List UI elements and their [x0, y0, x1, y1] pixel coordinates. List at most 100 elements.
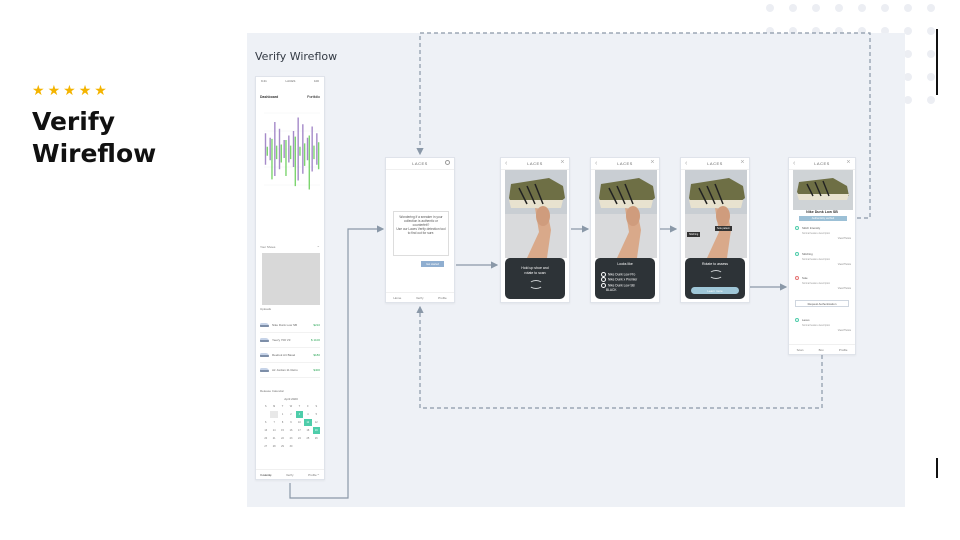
- chart-bar: [279, 129, 280, 170]
- view-photos-link[interactable]: View Photos: [795, 329, 851, 332]
- chevron-down-icon[interactable]: ⌄: [317, 243, 320, 248]
- calendar-day[interactable]: 26: [313, 435, 320, 442]
- calendar-day[interactable]: 1: [279, 411, 286, 418]
- calendar-day[interactable]: T: [296, 403, 303, 410]
- calendar-day[interactable]: 20: [262, 435, 269, 442]
- close-icon[interactable]: ×: [846, 159, 851, 166]
- calendar-day[interactable]: 28: [270, 443, 277, 450]
- nav-verify[interactable]: Verify: [416, 296, 424, 300]
- dashboard-title: Dashboard: [260, 95, 278, 99]
- shoe-price: $400: [313, 368, 320, 372]
- list-item[interactable]: Air Jordan 11 Retro$400: [260, 363, 320, 378]
- calendar-day[interactable]: 21: [270, 435, 277, 442]
- calendar-day[interactable]: 27: [262, 443, 269, 450]
- nav-profile[interactable]: Profile: [438, 296, 447, 300]
- close-icon[interactable]: ×: [740, 159, 745, 166]
- calendar-day[interactable]: T: [279, 403, 286, 410]
- scan-screen: ‹ LACES × Hold up shoe and rotate to sca…: [500, 157, 570, 303]
- calendar-day[interactable]: 29: [279, 443, 286, 450]
- shoe-name: Nike Dunk Low SB: [789, 210, 855, 214]
- calendar-day[interactable]: F: [304, 403, 311, 410]
- shoe-icon: [260, 353, 269, 357]
- request-authentication-button[interactable]: Request Authentication: [795, 300, 849, 307]
- calendar-day[interactable]: 12: [313, 419, 320, 426]
- shoe-icon: [260, 338, 269, 342]
- chart-bar: [295, 137, 296, 187]
- calendar-day[interactable]: 13: [262, 427, 269, 434]
- chart-bar: [302, 124, 303, 174]
- nav-profile[interactable]: Profile: [308, 473, 317, 477]
- calendar-day[interactable]: 7: [270, 419, 277, 426]
- calendar-day[interactable]: 19: [313, 427, 320, 434]
- calendar-day[interactable]: W: [287, 403, 294, 410]
- calendar-day[interactable]: 18: [304, 427, 311, 434]
- calendar-day[interactable]: 3: [296, 411, 303, 418]
- nav-scan[interactable]: Scan: [797, 348, 804, 352]
- back-icon[interactable]: ‹: [595, 160, 598, 167]
- calendar-day[interactable]: 10: [296, 419, 303, 426]
- screen-title: LACES: [707, 161, 723, 166]
- calendar-day[interactable]: 17: [296, 427, 303, 434]
- sneaker-photo: [595, 170, 657, 258]
- calendar-day[interactable]: 22: [279, 435, 286, 442]
- list-item[interactable]: Yeezy 700 V3$ 1100: [260, 333, 320, 348]
- check-desc: Normal feature description: [802, 282, 851, 285]
- calendar-day[interactable]: 9: [287, 419, 294, 426]
- back-icon[interactable]: ‹: [685, 160, 688, 167]
- calendar-day[interactable]: 23: [287, 435, 294, 442]
- status-bar: 9:41 LACES 100: [256, 79, 324, 85]
- calendar-day[interactable]: 2: [287, 411, 294, 418]
- get-started-button[interactable]: Get started: [421, 261, 444, 267]
- calendar-day[interactable]: 24: [296, 435, 303, 442]
- bottom-nav: Scan Box Profile: [789, 344, 855, 354]
- back-icon[interactable]: ‹: [793, 160, 796, 167]
- close-icon[interactable]: ×: [650, 159, 655, 166]
- calendar-day[interactable]: 25: [304, 435, 311, 442]
- overlay-text: Rotate to assess: [685, 262, 745, 267]
- close-icon[interactable]: ×: [560, 159, 565, 166]
- nav-verify[interactable]: Verify: [286, 473, 294, 477]
- back-icon[interactable]: ‹: [505, 160, 508, 167]
- chart-bar: [313, 146, 314, 160]
- nav-home[interactable]: Home: [393, 296, 401, 300]
- check-desc: Normal feature description: [802, 258, 851, 261]
- calendar-day: [304, 443, 311, 450]
- shoe-price: $210: [313, 323, 320, 327]
- chart-bar: [311, 127, 312, 172]
- learn-more-button[interactable]: Learn more: [691, 287, 739, 294]
- nav-profile[interactable]: Profile: [839, 348, 848, 352]
- search-icon[interactable]: [445, 160, 450, 165]
- nav-home[interactable]: Home: [263, 473, 271, 477]
- calendar-day[interactable]: 14: [270, 427, 277, 434]
- match-overlay: Looks like Nike Dunk Low Pro Nike Dunk x…: [595, 258, 655, 299]
- calendar-day[interactable]: M: [270, 403, 277, 410]
- screen-header: LACES: [386, 158, 454, 170]
- calendar-day[interactable]: S: [262, 403, 269, 410]
- calendar-day[interactable]: 5: [313, 411, 320, 418]
- calendar-day[interactable]: 4: [304, 411, 311, 418]
- list-item[interactable]: Reebok Art Basel$180: [260, 348, 320, 363]
- view-photos-link[interactable]: View Photos: [795, 287, 851, 290]
- calendar-day[interactable]: 30: [287, 443, 294, 450]
- view-photos-link[interactable]: View Photos: [795, 237, 851, 240]
- calendar-day[interactable]: 6: [262, 419, 269, 426]
- calendar-day[interactable]: 16: [287, 427, 294, 434]
- overlay-text: Hold up shoe and rotate to scan: [505, 266, 565, 275]
- chart-bar: [265, 133, 266, 165]
- list-item[interactable]: Nike Dunk Low SB$210: [260, 318, 320, 333]
- chart-bar: [297, 118, 298, 181]
- calendar-day[interactable]: S: [313, 403, 320, 410]
- calendar-day[interactable]: 8: [279, 419, 286, 426]
- bottom-nav: Home Verify Profile: [386, 292, 454, 302]
- list-item[interactable]: Air Jordan 1 Retro$210: [260, 479, 320, 480]
- dashboard-subtitle[interactable]: Portfolio: [307, 95, 320, 99]
- match-option[interactable]: Nike Dunk x Premier: [601, 277, 637, 282]
- calendar-day[interactable]: 11: [304, 419, 311, 426]
- rotate-icon: [709, 270, 723, 279]
- nav-box[interactable]: Box: [819, 348, 824, 352]
- view-photos-link[interactable]: View Photos: [795, 263, 851, 266]
- calendar-day[interactable]: 15: [279, 427, 286, 434]
- match-options: Nike Dunk Low Pro Nike Dunk x Premier Ni…: [601, 272, 637, 293]
- match-screen: ‹ LACES × Looks like Nike Dunk Low Pro N…: [590, 157, 660, 303]
